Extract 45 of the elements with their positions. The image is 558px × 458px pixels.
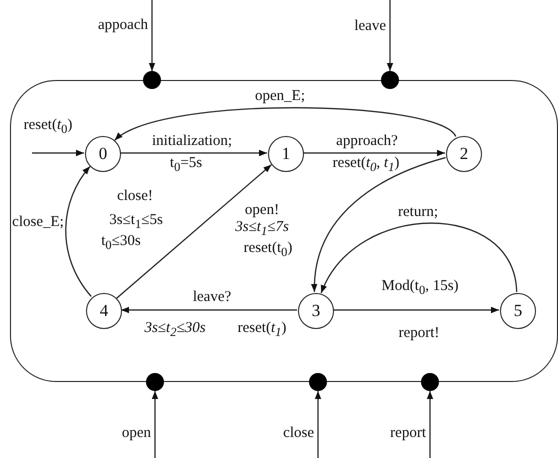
- arrow: [65, 166, 92, 297]
- arrow: [148, 0, 156, 71]
- arrow: [114, 107, 456, 141]
- state-circle: 5: [500, 293, 536, 329]
- port-dot: [421, 373, 439, 391]
- guard-label: report!: [398, 324, 440, 342]
- port-dot: [143, 71, 161, 89]
- guard-label: 3s≤t$_{2}$≤30s: [144, 320, 206, 340]
- signal-label: open: [122, 424, 151, 442]
- arrow: [320, 222, 518, 294]
- port-dot: [309, 373, 327, 391]
- arrow: [386, 0, 394, 71]
- port-dot: [146, 373, 164, 391]
- guard-label: close_E;: [12, 214, 64, 230]
- signal-label: report: [390, 424, 426, 442]
- arrow: [312, 157, 446, 292]
- arrow: [303, 150, 445, 156]
- arrow: [426, 391, 434, 458]
- guard-label: t$_{0}$=5s: [170, 155, 202, 175]
- signal-label: leave: [354, 18, 386, 34]
- state-circle: 2: [446, 136, 482, 172]
- edge-label: initialization;: [150, 132, 234, 150]
- guard-label: reset(t$_{0}$, t$_{1}$): [332, 155, 400, 175]
- guard-label: reset(t$_{0}$): [244, 240, 292, 260]
- guard-label: close!: [117, 188, 153, 204]
- arrow: [333, 306, 499, 314]
- edge-label: open_E;: [253, 88, 307, 104]
- guard-label: 3s≤t$_{1}$≤5s: [109, 212, 163, 232]
- arrow: [314, 391, 322, 458]
- arrow: [116, 164, 272, 299]
- arrow: [32, 150, 84, 156]
- arrow: [152, 391, 158, 458]
- guard-label: reset(t$_{1}$): [238, 320, 286, 340]
- signal-label: close: [283, 424, 314, 442]
- edge-label: approach?: [334, 132, 400, 150]
- state-circle: 3: [298, 293, 334, 329]
- arrow: [121, 306, 297, 314]
- signal-label: appoach: [98, 16, 148, 34]
- guard-label: t$_{0}$≤30s: [101, 233, 141, 253]
- state-circle: 4: [86, 293, 122, 329]
- state-circle: 1: [268, 136, 304, 172]
- port-dot: [381, 71, 399, 89]
- guard-label: 3s≤t$_{1}$≤7s: [235, 219, 289, 239]
- arrow: [120, 150, 267, 156]
- state-circle: 0: [85, 136, 121, 172]
